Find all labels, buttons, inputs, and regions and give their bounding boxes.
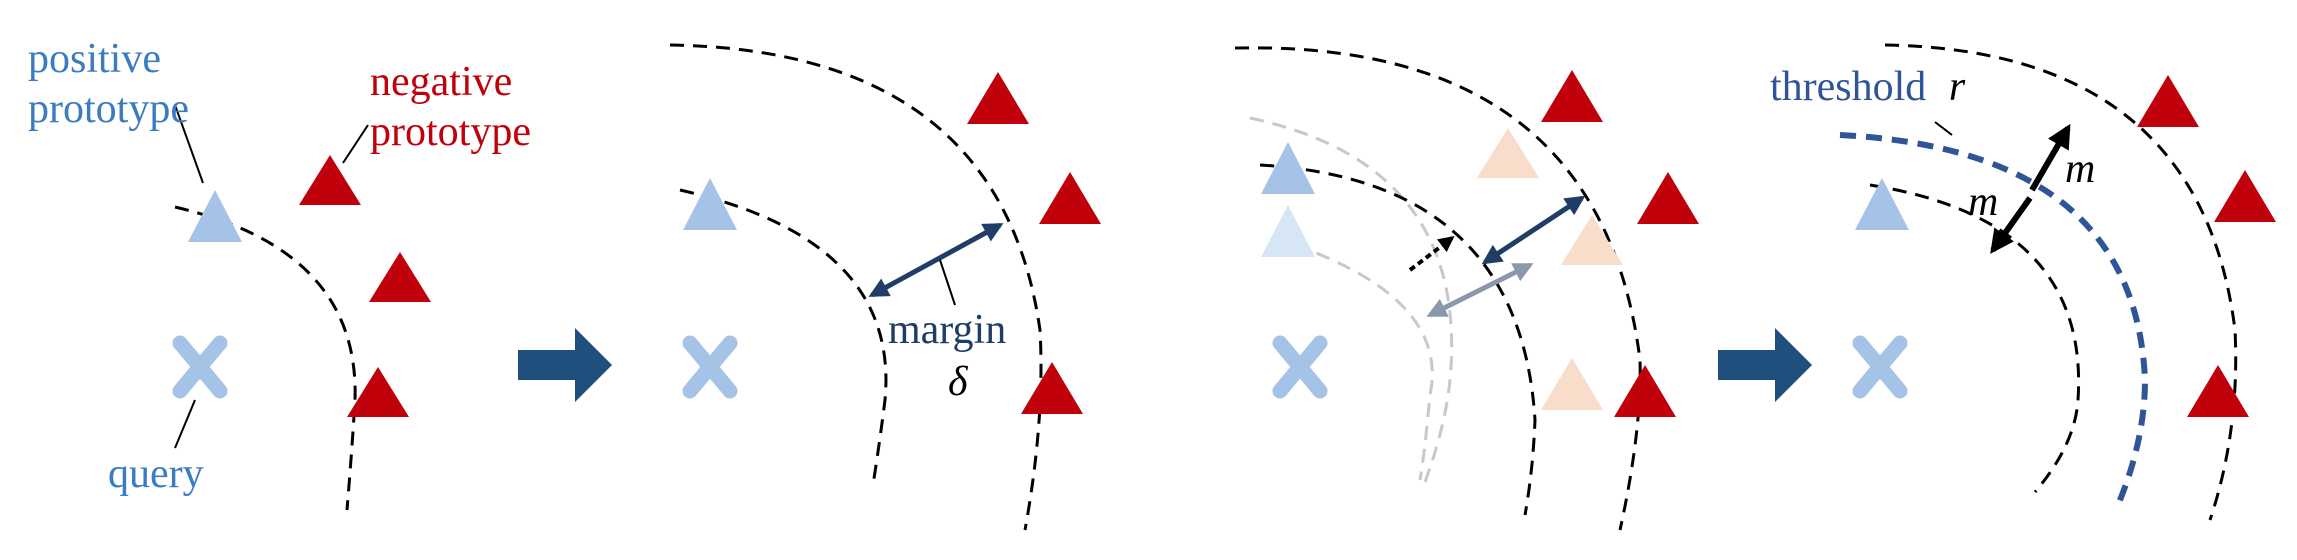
negative-prototype [2187,365,2249,417]
outer-boundary-arc [1884,43,2238,521]
positive-prototype [1855,178,1909,230]
panel-2: margin δ [669,43,1101,531]
leader-line [939,259,956,306]
decision-boundary-arc [174,205,357,511]
positive-prototype [683,178,737,230]
negative-prototype [1637,172,1699,224]
negative-prototype [1541,70,1603,122]
m-upper-label: m [2065,146,2095,192]
negative-prototype [1039,172,1101,224]
grey-arc [1294,243,1434,481]
negative-prototype [1021,362,1083,414]
negative-prototype [2137,75,2199,127]
inner-boundary-arc [1869,183,2081,493]
flow-arrow-icon [1718,328,1812,402]
query-label: query [108,451,204,497]
positive-prototype [1261,142,1315,194]
m-lower-label: m [1968,179,1998,225]
query-cross [1852,335,1908,399]
flow-arrow-icon [518,328,612,402]
positive-prototype [188,190,242,242]
leader-line [174,104,204,184]
threshold-arc [1839,132,2149,507]
threshold-r: r [1949,64,1966,110]
negative-prototype [299,155,361,205]
panel-4: threshold r m m [1770,43,2276,521]
leader-line [1934,121,1953,136]
lower-m-arrow [1990,196,2033,254]
black-arc [1259,163,1537,516]
negative-prototype [369,252,431,302]
threshold-label: threshold r [1770,64,1966,110]
faded-negative-prototype [1541,358,1603,410]
threshold-word: threshold [1770,64,1926,110]
inner-boundary-arc [679,188,888,486]
positive-label-line2: prototype [28,86,189,132]
negative-prototype [967,72,1029,124]
delta-label: δ [948,359,969,405]
upper-m-arrow [2029,123,2071,192]
new-margin-arrow [1481,195,1586,265]
faded-negative-prototype [1561,215,1623,265]
leader-line [342,124,369,164]
query-cross [172,335,228,399]
panel-1: positive prototype negative prototype qu… [28,36,531,511]
query-cross [1272,335,1328,399]
negative-label-line2: prototype [370,109,531,155]
negative-prototype [347,367,409,417]
negative-prototype [2214,170,2276,222]
margin-label: margin [888,307,1006,353]
faded-positive-prototype [1261,205,1315,257]
pull-arrow [1408,236,1455,272]
query-cross [682,335,738,399]
margin-arrow [868,222,1004,298]
negative-prototype [1614,365,1676,417]
faded-negative-prototype [1477,128,1539,178]
grey-arc [1249,116,1454,491]
old-margin-arrow [1426,262,1534,318]
outer-boundary-arc [669,43,1043,531]
negative-label-line1: negative [370,59,512,105]
positive-label-line1: positive [28,36,161,82]
leader-line [174,399,196,449]
panel-3 [1234,46,1699,531]
